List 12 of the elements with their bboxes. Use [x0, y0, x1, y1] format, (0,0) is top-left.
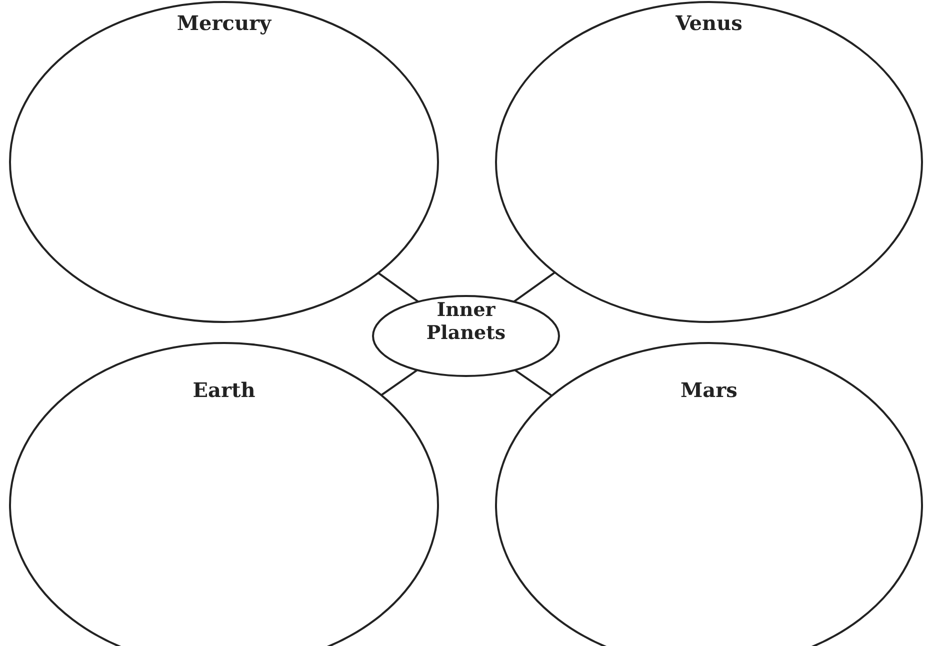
connector-line: [513, 272, 556, 303]
ellipse-node: [372, 295, 560, 377]
connector-line: [514, 369, 552, 396]
connector-line: [378, 272, 419, 302]
node-label: Mercury: [176, 11, 272, 35]
node-label: Venus: [676, 11, 742, 35]
ellipse-node: [495, 1, 923, 324]
node-label: Inner Planets: [425, 299, 507, 345]
ellipse-node: [9, 1, 439, 324]
connector-line: [380, 369, 418, 396]
node-label: Earth: [192, 378, 256, 402]
node-label: Mars: [680, 378, 738, 402]
